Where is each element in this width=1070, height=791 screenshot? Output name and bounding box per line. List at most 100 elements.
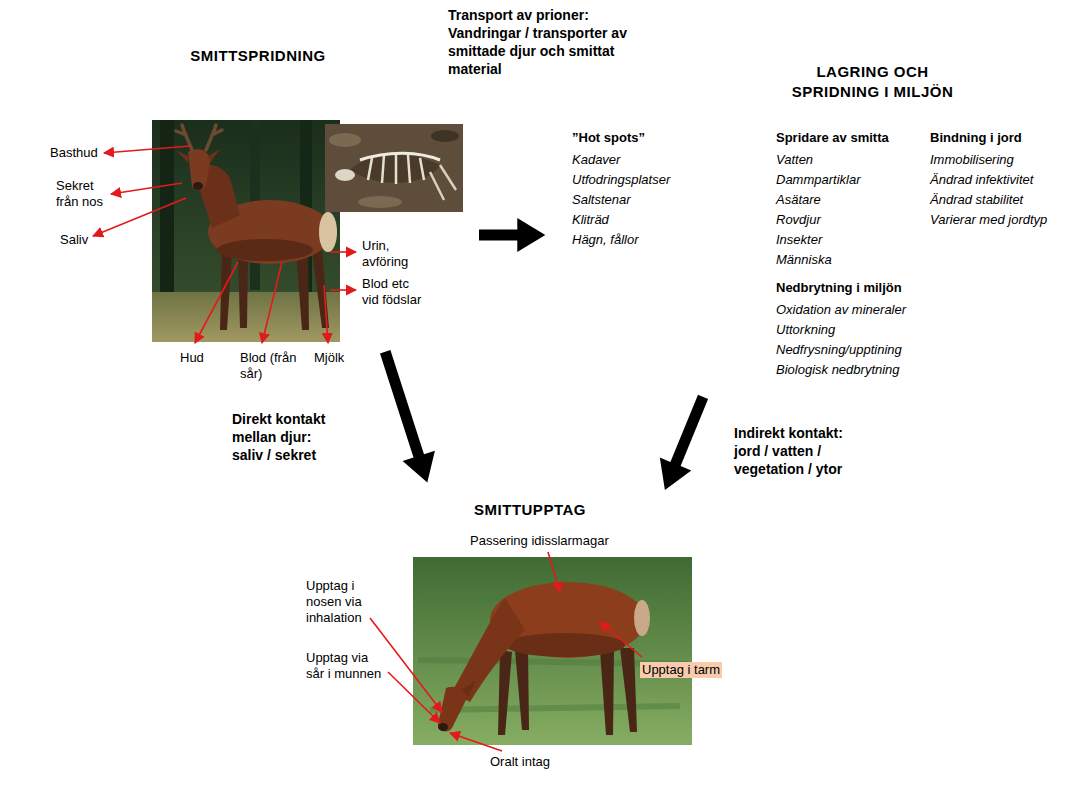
factor-item: Hägn, fållor	[572, 232, 638, 248]
factor-item: Asätare	[776, 192, 821, 208]
deer-muzzle	[438, 723, 448, 731]
leader-lines	[93, 146, 642, 751]
stage-ellipse: LAGRING OCH SPRIDNING I MILJÖN ”Hot spots…	[542, 2, 1068, 414]
leader-line	[548, 552, 560, 592]
deer-head	[188, 149, 210, 190]
ground	[325, 124, 463, 212]
callout-label: Upptag i tarm	[640, 662, 722, 678]
factor-item: Varierar med jordtyp	[930, 212, 1047, 228]
deer-ear	[176, 150, 188, 163]
callout-label: Oralt intag	[490, 754, 550, 770]
factor-item: Nedfrysning/upptining	[776, 342, 902, 358]
deer-leg	[238, 252, 248, 328]
deer-rump	[319, 212, 337, 252]
edge-label-box: Direkt kontakt mellan djur: saliv / sekr…	[232, 410, 332, 464]
factor-item: Vatten	[776, 152, 813, 168]
carcass-bones	[430, 165, 456, 200]
stage-title: LAGRING OCH SPRIDNING I MILJÖN	[780, 62, 965, 102]
leader-line	[388, 672, 440, 723]
carcass-spine	[360, 153, 440, 160]
factor-item: Kliträd	[572, 212, 609, 228]
factor-item: Biologisk nedbrytning	[776, 362, 900, 378]
deer-neck	[452, 598, 525, 702]
edge-label-box: Transport av prioner: Vandringar / trans…	[448, 6, 648, 78]
edge-label: Indirekt kontakt: jord / vatten / vegeta…	[734, 425, 843, 477]
factor-item: Uttorkning	[776, 322, 835, 338]
factor-item: Immobilisering	[930, 152, 1014, 168]
forest-background	[152, 120, 340, 342]
ellipse-fill	[231, 473, 829, 787]
deer-head	[438, 687, 466, 732]
factor-item: Dammpartiklar	[776, 172, 861, 188]
callout-label: Sekret från nos	[56, 178, 108, 210]
stage-title: SMITTSPRIDNING	[173, 46, 343, 66]
ellipse-outline	[230, 472, 830, 788]
deer-ear	[462, 680, 476, 697]
callout-label: Urin, avföring	[362, 238, 417, 270]
edge-label-box: Indirekt kontakt: jord / vatten / vegeta…	[734, 424, 849, 478]
carcass-ribs	[368, 154, 424, 184]
leader-line	[104, 146, 190, 153]
factor-item: Kadaver	[572, 152, 620, 168]
factor-heading: Spridare av smitta	[776, 130, 889, 146]
leader-line	[262, 262, 282, 343]
carcass-photo	[325, 124, 463, 212]
callout-label: Upptag i nosen via inhalation	[306, 578, 366, 626]
factor-heading: ”Hot spots”	[572, 130, 645, 146]
callout-label: Saliv	[60, 232, 88, 248]
deer-leg	[515, 650, 529, 730]
deer-leg	[600, 650, 614, 735]
leader-line	[600, 622, 642, 657]
factor-item: Saltstenar	[572, 192, 631, 208]
edge-label: Transport av prioner: Vandringar / trans…	[448, 7, 627, 77]
flow-arrow	[380, 350, 435, 482]
leader-line	[93, 198, 186, 236]
leader-line	[330, 289, 356, 291]
carcass-skull	[335, 169, 355, 181]
stage-ellipse: SMITTUPPTAG	[230, 472, 830, 788]
leaf-litter	[431, 130, 459, 142]
deer-belly	[217, 239, 313, 261]
flow-arrow	[660, 395, 708, 490]
deer-leg	[296, 250, 309, 330]
leader-line	[324, 285, 328, 343]
callout-label: Blod etc vid födslar	[362, 276, 426, 308]
deer-ear	[208, 149, 220, 163]
factor-heading: Bindning i jord	[930, 130, 1022, 146]
grazing-deer-photo	[413, 557, 692, 745]
leader-line	[370, 618, 442, 712]
flow-arrow	[479, 218, 545, 252]
ellipse-fill	[2, 3, 484, 389]
leader-line	[330, 251, 356, 253]
ellipse-fill	[543, 3, 1067, 413]
callout-label: Upptag via sår i munnen	[306, 650, 386, 682]
deer-leg	[498, 650, 512, 735]
factor-item: Människa	[776, 252, 832, 268]
callout-label: Basthud	[50, 145, 98, 161]
red-deer-photo	[152, 120, 340, 342]
factor-item: Ändrad stabilitet	[930, 192, 1023, 208]
deer-muzzle	[193, 182, 203, 190]
leader-line	[111, 183, 182, 194]
grass-background	[413, 557, 692, 745]
deer-belly	[505, 633, 625, 657]
edge-label: Direkt kontakt mellan djur: saliv / sekr…	[232, 411, 325, 463]
callout-label: Blod (från sår)	[240, 350, 302, 382]
leaf-litter	[329, 133, 361, 147]
factor-item: Oxidation av mineraler	[776, 302, 906, 318]
deer-leg	[220, 250, 232, 330]
callout-label: Hud	[180, 350, 204, 366]
factor-item: Rovdjur	[776, 212, 821, 228]
deer-rump	[634, 600, 650, 636]
factor-item: Insekter	[776, 232, 822, 248]
leader-line	[450, 733, 502, 751]
factor-item: Ändrad infektivitet	[930, 172, 1033, 188]
leaf-litter	[358, 196, 402, 208]
callout-label: Passering idisslarmagar	[470, 533, 609, 549]
factor-heading: Nedbrytning i miljön	[776, 280, 902, 296]
stage-title: SMITTUPPTAG	[460, 500, 600, 520]
callout-label: Mjölk	[314, 350, 344, 366]
leader-line	[195, 262, 238, 343]
